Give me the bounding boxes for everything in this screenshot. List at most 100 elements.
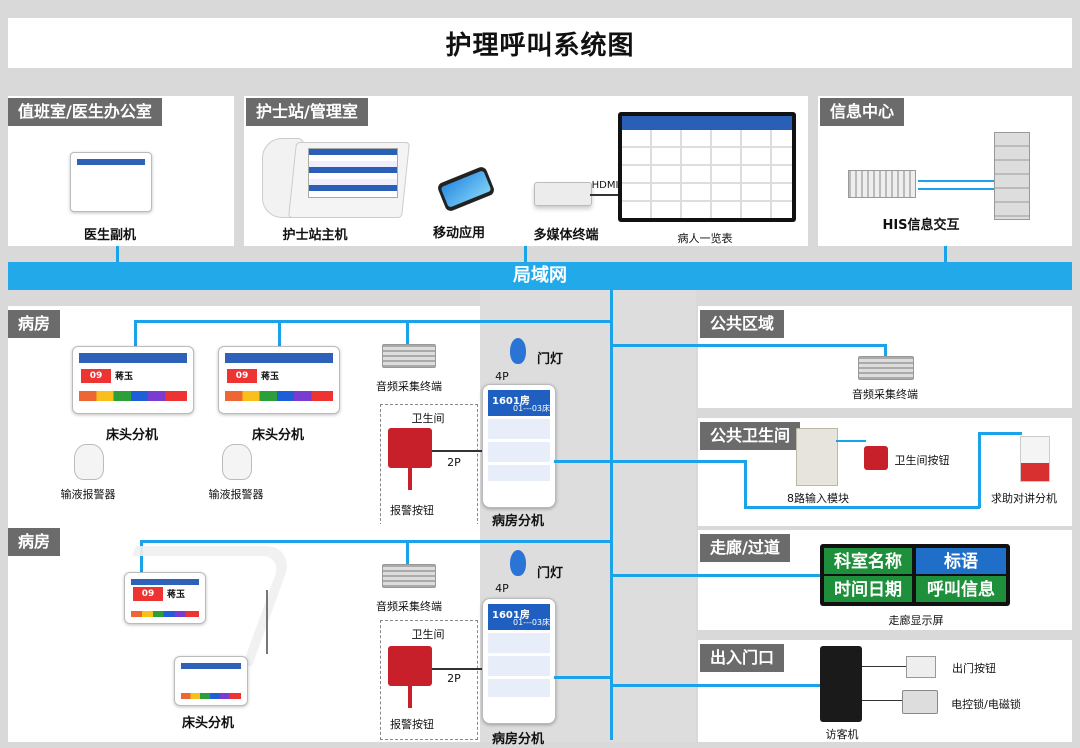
- ward1-room-link: [554, 460, 612, 463]
- corridor-label: 走廊/过道: [700, 534, 790, 562]
- corridor-display-label: 走廊显示屏: [888, 614, 944, 627]
- media-terminal-label: 多媒体终端: [533, 228, 599, 243]
- corridor-link: [612, 574, 822, 577]
- public-toilet-link: [612, 460, 746, 463]
- nurse-station-label: 护士站/管理室: [246, 98, 368, 126]
- ward1-bed-unit-2: 09 蒋玉: [218, 346, 340, 414]
- input-module-8ch: [796, 428, 838, 486]
- public-toilet-label: 公共卫生间: [700, 422, 801, 450]
- ward1-bed-range: 01---03床: [513, 404, 551, 413]
- ward1-alarm-button-label: 报警按钮: [390, 504, 434, 517]
- his-arrow-2: [918, 188, 994, 190]
- public-area-drop: [884, 344, 887, 356]
- server-rack-icon: [848, 170, 916, 198]
- page-title: 护理呼叫系统图: [8, 18, 1072, 68]
- help-intercom-label: 求助对讲分机: [991, 492, 1057, 505]
- doctor-sub-unit: [70, 152, 152, 212]
- ward2-audio-terminal: [382, 564, 436, 588]
- public-audio-label: 音频采集终端: [852, 388, 918, 401]
- ward2-alarm-button-label: 报警按钮: [390, 718, 434, 731]
- ward1-sos-button: [388, 428, 432, 468]
- public-toilet-v1: [744, 460, 747, 508]
- lan-drop-nurse: [524, 246, 527, 262]
- ward1-room-unit: 1601房 01---03床: [482, 384, 556, 508]
- led-dept-name: 科室名称: [824, 548, 912, 574]
- ward2-drop-audio: [406, 540, 409, 564]
- help-intercom-unit: [1020, 436, 1050, 482]
- infusion-alarm-icon-2: [222, 444, 252, 480]
- ward2-bed-name: 蒋玉: [167, 590, 186, 600]
- exit-button-icon: [906, 656, 936, 678]
- lan-drop-info: [944, 246, 947, 262]
- ward2-drop-bed: [140, 540, 143, 572]
- ward1-bed2-name: 蒋玉: [261, 372, 280, 382]
- ward1-room-unit-label: 病房分机: [491, 514, 544, 529]
- ward1-drop-audio: [406, 320, 409, 344]
- ward2-bed-range: 01---03床: [513, 618, 551, 627]
- ward2-down-arrow: [266, 590, 268, 654]
- ward2-bathroom-box: [380, 620, 478, 740]
- toilet-call-button: [864, 446, 888, 470]
- visitor-to-button: [862, 666, 906, 667]
- ward1-bed-unit-1-label: 床头分机: [105, 428, 158, 443]
- ward2-room-unit: 1601房 01---03床: [482, 598, 556, 724]
- ward2-door-light: [510, 550, 526, 576]
- infusion-alarm-label-2: 输液报警器: [208, 488, 264, 501]
- ward1-4p-label: 4P: [495, 370, 509, 383]
- ward1-door-light-label: 门灯: [536, 352, 563, 367]
- public-toilet-bottom: [744, 506, 980, 509]
- ward2-bed-unit-bottom: [174, 656, 248, 706]
- infusion-alarm-label-1: 输液报警器: [60, 488, 116, 501]
- public-toilet-v2: [978, 432, 981, 508]
- main-trunk: [610, 290, 613, 740]
- mobile-app-label: 移动应用: [432, 226, 485, 241]
- nurse-master-unit: [262, 132, 410, 218]
- led-slogan: 标语: [916, 548, 1006, 574]
- ward2-2p-wire: [432, 668, 482, 670]
- public-area-link: [612, 344, 886, 347]
- public-toilet-top: [978, 432, 1022, 435]
- lock-label: 电控锁/电磁锁: [951, 698, 1021, 711]
- infusion-alarm-icon-1: [74, 444, 104, 480]
- ward2-2p-label: 2P: [447, 672, 461, 685]
- visitor-to-lock: [862, 700, 906, 701]
- toilet-button-label: 卫生间按钮: [894, 454, 950, 467]
- ward2-bathroom-label: 卫生间: [411, 628, 445, 641]
- ward1-bed-unit-2-label: 床头分机: [251, 428, 304, 443]
- ward1-bathroom-label: 卫生间: [411, 412, 445, 425]
- info-center-label: 信息中心: [820, 98, 905, 126]
- corridor-display: 科室名称 标语 时间日期 呼叫信息: [820, 544, 1010, 606]
- ward1-2p-wire: [432, 450, 482, 452]
- nurse-master-label: 护士站主机: [282, 228, 348, 243]
- ward2-sos-button: [388, 646, 432, 686]
- ward1-label: 病房: [8, 310, 61, 338]
- ward2-audio-label: 音频采集终端: [376, 600, 442, 613]
- doctor-sub-unit-label: 医生副机: [83, 228, 136, 243]
- his-arrow-1: [918, 180, 994, 182]
- ward2-door-light-label: 门灯: [536, 566, 563, 581]
- his-label: HIS信息交互: [882, 218, 960, 233]
- ward1-drop-bed2: [278, 320, 281, 346]
- ward1-door-light: [510, 338, 526, 364]
- media-terminal-box: [534, 182, 592, 206]
- ward1-pull-cord: [408, 468, 412, 490]
- ward1-2p-label: 2P: [447, 456, 461, 469]
- lan-bus: 局域网: [8, 262, 1072, 290]
- entrance-label: 出入门口: [700, 644, 785, 672]
- ward1-bed1-name: 蒋玉: [115, 372, 134, 382]
- electric-lock-icon: [902, 690, 938, 714]
- server-tower-icon: [994, 132, 1030, 220]
- input-module-label: 8路输入模块: [787, 492, 849, 505]
- ward1-room-number: 1601房: [488, 390, 550, 416]
- ward2-room-unit-label: 病房分机: [491, 732, 544, 747]
- ward1-panel: [8, 306, 480, 524]
- ward2-bus: [140, 540, 612, 543]
- led-datetime: 时间日期: [824, 576, 912, 602]
- ward2-bed-number: 09: [133, 587, 163, 601]
- ward1-audio-terminal: [382, 344, 436, 368]
- public-audio-terminal: [858, 356, 914, 380]
- ward2-bed-unit-label: 床头分机: [181, 716, 234, 731]
- ward2-pull-cord: [408, 686, 412, 708]
- duty-room-label: 值班室/医生办公室: [8, 98, 162, 126]
- public-area-label: 公共区域: [700, 310, 785, 338]
